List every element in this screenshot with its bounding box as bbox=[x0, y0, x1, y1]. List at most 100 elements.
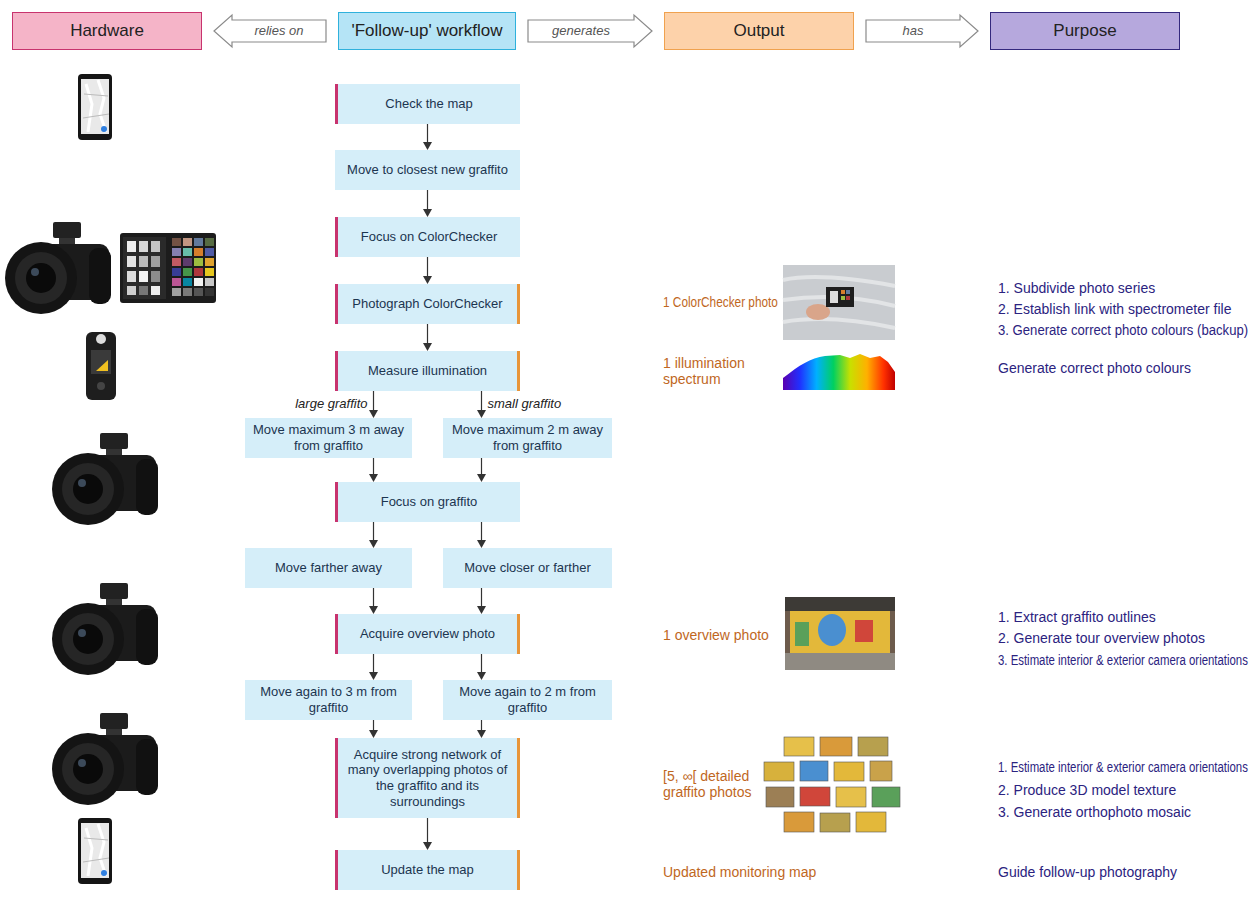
column-header: Hardware bbox=[12, 12, 202, 50]
connector-line bbox=[427, 190, 428, 209]
purpose-item: 1. Estimate interior & exterior camera o… bbox=[998, 759, 1248, 775]
process-box: Move maximum 2 m away from graffito bbox=[443, 418, 612, 458]
arrow-head bbox=[477, 730, 486, 738]
header-text: Hardware bbox=[70, 21, 144, 41]
connector bbox=[423, 124, 432, 150]
block-arrow bbox=[866, 15, 978, 47]
arrow-head bbox=[369, 672, 378, 680]
arrow-head bbox=[423, 842, 432, 850]
arrow-head bbox=[423, 209, 432, 217]
connector bbox=[369, 458, 378, 482]
process-box: Focus on graffito bbox=[335, 482, 520, 522]
edge-label: small graffito bbox=[488, 397, 562, 412]
box-text: Measure illumination bbox=[368, 363, 487, 379]
process-box: Photograph ColorChecker bbox=[335, 284, 520, 324]
purpose-item: Guide follow-up photography bbox=[998, 864, 1177, 880]
column-header: 'Follow-up' workflow bbox=[338, 12, 516, 50]
connector bbox=[528, 15, 652, 47]
camera-icon bbox=[52, 433, 158, 525]
process-box: Acquire strong network of many overlappi… bbox=[335, 738, 520, 818]
connector bbox=[423, 190, 432, 217]
box-text: Move again to 2 m from graffito bbox=[451, 684, 604, 715]
connector bbox=[423, 257, 432, 284]
purpose-item: Generate correct photo colours bbox=[998, 360, 1191, 376]
arrow-head bbox=[477, 606, 486, 614]
purpose-item: 3. Estimate interior & exterior camera o… bbox=[998, 652, 1248, 668]
colorchecker-icon bbox=[120, 233, 216, 303]
process-box: Acquire overview photo bbox=[335, 614, 520, 654]
colorchecker-photo bbox=[783, 265, 895, 340]
connector-line bbox=[373, 720, 374, 730]
connector-line bbox=[427, 324, 428, 343]
output-label: Updated monitoring map bbox=[663, 864, 816, 880]
edge-label: large graffito bbox=[295, 397, 367, 412]
process-box: Move to closest new graffito bbox=[335, 150, 520, 190]
connector bbox=[369, 720, 378, 738]
connector bbox=[369, 391, 378, 418]
light-meter-icon bbox=[86, 332, 116, 400]
purpose-item: 2. Generate tour overview photos bbox=[998, 630, 1205, 646]
box-text: Check the map bbox=[385, 96, 472, 112]
camera-icon bbox=[5, 222, 111, 314]
arrow-head bbox=[423, 276, 432, 284]
arrow-head bbox=[477, 672, 486, 680]
connector-line bbox=[427, 257, 428, 276]
process-box: Move farther away bbox=[245, 548, 412, 588]
connector bbox=[866, 15, 978, 47]
detailed-photo-mosaic bbox=[764, 737, 900, 832]
connector bbox=[477, 588, 486, 614]
output-label: 1 overview photo bbox=[663, 627, 769, 643]
connector-line bbox=[481, 588, 482, 606]
connector-line bbox=[373, 588, 374, 606]
connector bbox=[477, 391, 486, 418]
connector bbox=[369, 588, 378, 614]
arrow-head bbox=[369, 474, 378, 482]
arrow-head bbox=[369, 540, 378, 548]
connector bbox=[477, 654, 486, 680]
process-box: Focus on ColorChecker bbox=[335, 217, 520, 257]
block-arrow bbox=[214, 15, 326, 47]
box-text: Move maximum 2 m away from graffito bbox=[451, 422, 604, 453]
box-text: Photograph ColorChecker bbox=[352, 296, 502, 312]
header-text: Output bbox=[733, 21, 784, 41]
connector-line bbox=[481, 522, 482, 540]
arrow-head bbox=[477, 410, 486, 418]
connector-line bbox=[427, 124, 428, 142]
purpose-item: 3. Generate correct photo colours (backu… bbox=[998, 322, 1248, 338]
arrow-head bbox=[477, 540, 486, 548]
connector-line bbox=[481, 391, 482, 410]
edge-label: relies on bbox=[254, 24, 303, 39]
box-text: Acquire overview photo bbox=[360, 626, 495, 642]
process-box: Move maximum 3 m away from graffito bbox=[245, 418, 412, 458]
purpose-item: 2. Establish link with spectrometer file bbox=[998, 301, 1231, 317]
process-box: Move closer or farther bbox=[443, 548, 612, 588]
connector bbox=[369, 654, 378, 680]
camera-icon bbox=[52, 713, 158, 805]
arrow-head bbox=[369, 730, 378, 738]
process-box: Measure illumination bbox=[335, 351, 520, 391]
arrow-head bbox=[423, 142, 432, 150]
tablet-icon bbox=[78, 818, 112, 884]
arrow-head bbox=[369, 606, 378, 614]
process-box: Update the map bbox=[335, 850, 520, 890]
connector bbox=[423, 818, 432, 850]
block-arrow bbox=[528, 15, 652, 47]
output-label: [5, ∞[ detailed graffito photos bbox=[663, 768, 759, 800]
purpose-item: 1. Extract graffito outlines bbox=[998, 609, 1156, 625]
output-label: 1 ColorChecker photo bbox=[663, 294, 778, 310]
process-box: Check the map bbox=[335, 84, 520, 124]
connector-line bbox=[373, 522, 374, 540]
header-text: 'Follow-up' workflow bbox=[351, 21, 502, 41]
connector-line bbox=[481, 654, 482, 672]
connector bbox=[477, 522, 486, 548]
tablet-icon bbox=[78, 74, 112, 140]
process-box: Move again to 3 m from graffito bbox=[245, 680, 412, 720]
arrow-head bbox=[423, 343, 432, 351]
box-text: Move maximum 3 m away from graffito bbox=[253, 422, 404, 453]
connector bbox=[477, 720, 486, 738]
connector bbox=[477, 458, 486, 482]
purpose-item: 1. Subdivide photo series bbox=[998, 280, 1155, 296]
connector-line bbox=[427, 818, 428, 842]
column-header: Purpose bbox=[990, 12, 1180, 50]
connector-line bbox=[373, 654, 374, 672]
